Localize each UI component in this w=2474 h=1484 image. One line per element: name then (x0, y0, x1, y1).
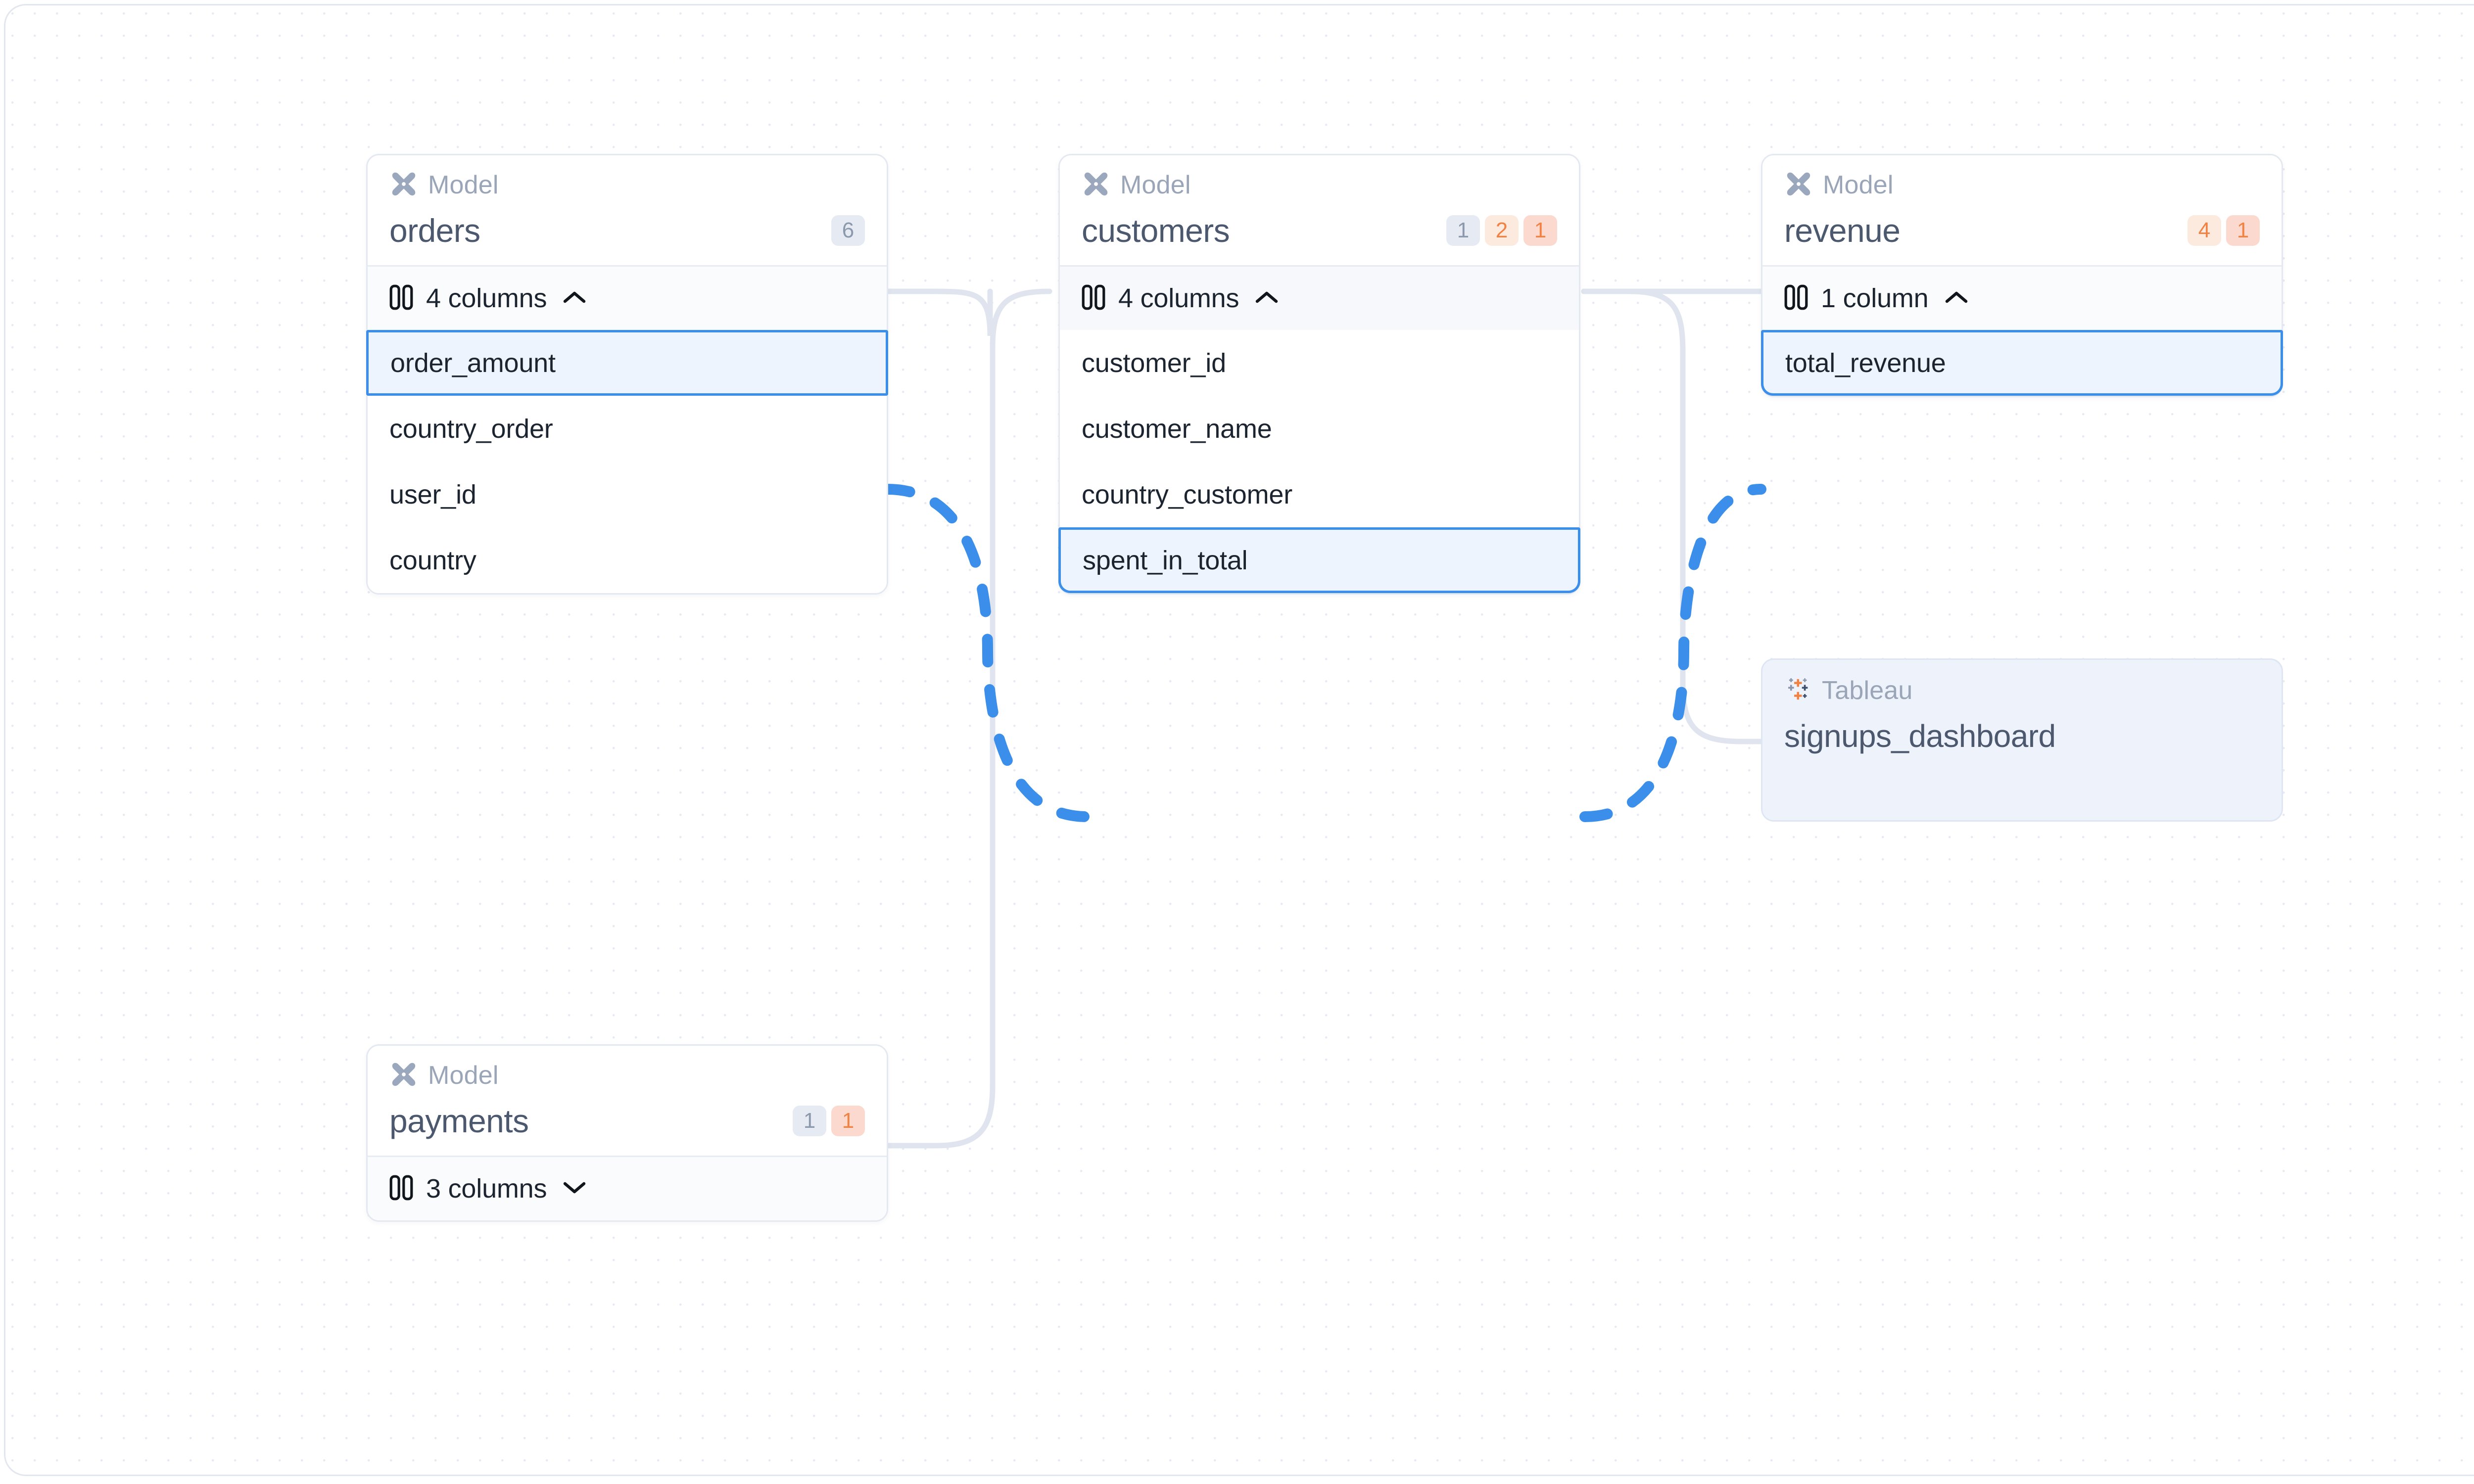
status-badge-gray: 6 (831, 215, 865, 246)
node-revenue-header: Model revenue 4 1 (1762, 155, 2282, 265)
node-revenue-title: revenue (1784, 212, 1901, 249)
node-orders-title-row: orders 6 (389, 211, 865, 250)
column-row-total-revenue[interactable]: total_revenue (1761, 330, 2283, 396)
node-payments-kind-row: Model (389, 1060, 865, 1091)
chevron-up-icon[interactable] (1255, 290, 1279, 307)
chevron-up-icon[interactable] (1945, 290, 1968, 307)
node-customers[interactable]: Model customers 1 2 1 4 columns (1058, 154, 1580, 595)
node-signups-dashboard-kind-label: Tableau (1822, 676, 1913, 705)
node-customers-badges: 1 2 1 (1446, 215, 1557, 246)
node-orders-columns-toggle[interactable]: 4 columns (368, 265, 887, 330)
node-orders[interactable]: Model orders 6 4 columns (366, 154, 888, 595)
node-orders-badges: 6 (831, 215, 865, 246)
column-row-country-customer[interactable]: country_customer (1060, 462, 1579, 527)
columns-icon (1784, 284, 1808, 313)
node-signups-dashboard-title-row: signups_dashboard (1784, 716, 2260, 756)
node-orders-columns-list: order_amount country_order user_id count… (366, 330, 888, 593)
node-payments-columns-label: 3 columns (426, 1174, 547, 1204)
node-revenue-kind-row: Model (1784, 171, 2260, 199)
lineage-canvas[interactable]: Model orders 6 4 columns (4, 4, 2474, 1476)
node-orders-kind-label: Model (428, 171, 499, 199)
node-customers-columns-toggle[interactable]: 4 columns (1060, 265, 1579, 330)
node-customers-kind-row: Model (1082, 171, 1557, 199)
chevron-down-icon[interactable] (563, 1180, 586, 1198)
node-signups-dashboard-kind-row: Tableau (1784, 676, 2260, 706)
dbt-model-icon (1784, 170, 1813, 201)
node-revenue[interactable]: Model revenue 4 1 1 column (1761, 154, 2283, 397)
node-payments-header: Model payments 1 1 (368, 1046, 887, 1156)
node-signups-dashboard[interactable]: Tableau signups_dashboard (1761, 658, 2283, 822)
column-row-country-order[interactable]: country_order (368, 396, 887, 462)
columns-icon (1082, 284, 1105, 313)
edge-payments-to-customers (883, 288, 1052, 1149)
node-revenue-kind-label: Model (1823, 171, 1894, 199)
node-payments-title: payments (389, 1103, 529, 1139)
status-badge-amber: 4 (2188, 215, 2221, 246)
column-row-user-id[interactable]: user_id (368, 462, 887, 527)
column-row-customer-name[interactable]: customer_name (1060, 396, 1579, 462)
node-customers-title: customers (1082, 212, 1230, 249)
node-customers-kind-label: Model (1120, 171, 1191, 199)
node-orders-header: Model orders 6 (368, 155, 887, 265)
edge-customers-to-signups-dashboard (1581, 288, 1765, 744)
node-orders-title: orders (389, 212, 480, 249)
node-customers-header: Model customers 1 2 1 (1060, 155, 1579, 265)
edge-orders-to-customers (883, 288, 993, 336)
node-revenue-columns-list: total_revenue (1761, 330, 2283, 396)
column-row-order-amount[interactable]: order_amount (366, 330, 888, 396)
node-signups-dashboard-title: signups_dashboard (1784, 718, 2056, 754)
column-row-spent-in-total[interactable]: spent_in_total (1058, 527, 1580, 593)
node-customers-columns-list: customer_id customer_name country_custom… (1058, 330, 1580, 593)
node-orders-kind-row: Model (389, 171, 865, 199)
node-payments-kind-label: Model (428, 1061, 499, 1090)
status-badge-salmon: 1 (2226, 215, 2260, 246)
node-payments-title-row: payments 1 1 (389, 1101, 865, 1141)
edge-spent-in-total-to-total-revenue (1579, 484, 1766, 822)
node-signups-dashboard-header: Tableau signups_dashboard (1762, 660, 2282, 778)
status-badge-gray: 1 (793, 1106, 826, 1136)
node-revenue-columns-label: 1 column (1821, 283, 1929, 313)
columns-icon (389, 284, 413, 313)
column-row-country[interactable]: country (368, 527, 887, 593)
node-orders-columns-label: 4 columns (426, 283, 547, 313)
node-payments-columns-toggle[interactable]: 3 columns (368, 1156, 887, 1220)
node-customers-columns-label: 4 columns (1118, 283, 1239, 313)
dbt-model-icon (389, 1060, 418, 1091)
dbt-model-icon (389, 170, 418, 201)
status-badge-salmon: 1 (1523, 215, 1557, 246)
node-revenue-columns-toggle[interactable]: 1 column (1762, 265, 2282, 330)
node-payments-badges: 1 1 (793, 1106, 865, 1136)
node-revenue-title-row: revenue 4 1 (1784, 211, 2260, 250)
status-badge-salmon: 1 (831, 1106, 865, 1136)
edge-order-amount-to-spent-in-total (882, 484, 1093, 822)
node-revenue-badges: 4 1 (2188, 215, 2260, 246)
column-row-customer-id[interactable]: customer_id (1060, 330, 1579, 396)
status-badge-amber: 2 (1485, 215, 1519, 246)
chevron-up-icon[interactable] (563, 290, 586, 307)
dbt-model-icon (1082, 170, 1110, 201)
node-customers-title-row: customers 1 2 1 (1082, 211, 1557, 250)
node-payments[interactable]: Model payments 1 1 3 columns (366, 1044, 888, 1222)
tableau-icon (1784, 676, 1812, 706)
columns-icon (389, 1175, 413, 1203)
status-badge-gray: 1 (1446, 215, 1480, 246)
